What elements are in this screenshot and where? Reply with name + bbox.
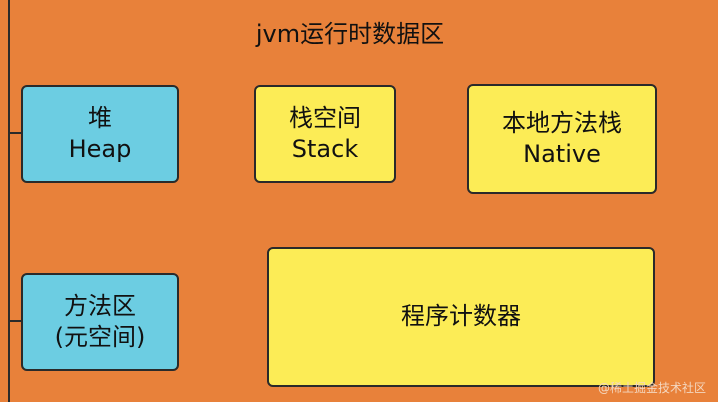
heap-label: 堆 xyxy=(88,103,112,132)
left-connector-line xyxy=(8,0,10,402)
heap-sublabel: Heap xyxy=(68,135,132,163)
diagram-title: jvm运行时数据区 xyxy=(255,20,445,48)
stack-sublabel: Stack xyxy=(291,135,359,163)
pc-register-box: 程序计数器 xyxy=(267,247,655,387)
pc-register-label: 程序计数器 xyxy=(401,302,521,331)
connector-method-area xyxy=(8,320,22,322)
method-area-box: 方法区 (元空间) xyxy=(21,273,179,371)
stack-box: 栈空间 Stack xyxy=(254,85,396,183)
native-stack-box: 本地方法栈 Native xyxy=(467,84,657,194)
native-stack-label: 本地方法栈 xyxy=(502,108,622,137)
method-area-sublabel: (元空间) xyxy=(54,323,146,351)
connector-heap xyxy=(8,132,22,134)
stack-label: 栈空间 xyxy=(289,103,361,132)
method-area-label: 方法区 xyxy=(64,291,136,320)
watermark: @稀土掘金技术社区 xyxy=(597,381,706,395)
heap-box: 堆 Heap xyxy=(21,85,179,183)
native-stack-sublabel: Native xyxy=(523,140,601,168)
